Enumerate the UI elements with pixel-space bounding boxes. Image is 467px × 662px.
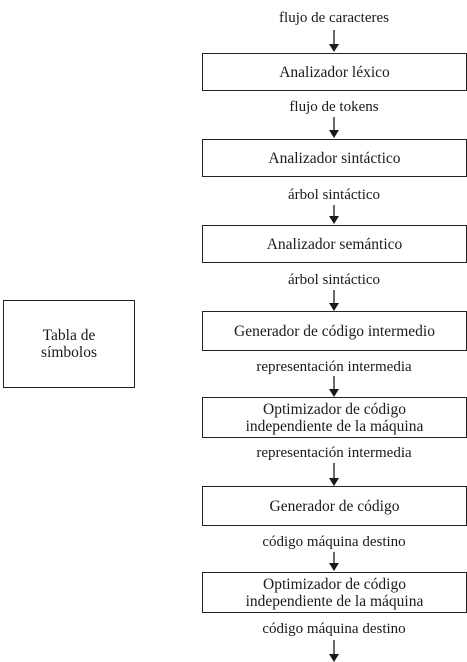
stage-label: Analizador sintáctico [268,149,401,167]
flow-label-2: árbol sintáctico [287,187,381,203]
stage-semantic-analyzer: Analizador semántico [202,225,467,263]
flow-label-0: flujo de caracteres [279,10,389,26]
stage-label-line2: independiente de la máquina [245,592,424,610]
stage-machine-independent-optimizer-1: Optimizador de código independiente de l… [202,397,467,438]
stage-label: Analizador léxico [279,63,390,81]
symbol-table-box: Tabla de símbolos [3,300,135,388]
flow-label-4: representación intermedia [256,359,412,375]
flow-label-5: representación intermedia [256,445,412,461]
stage-label: Generador de código intermedio [234,322,435,340]
stage-code-generator: Generador de código [202,486,467,526]
flow-label-7: código máquina destino [262,621,406,637]
flow-label-6: código máquina destino [262,534,406,550]
symbol-table-line2: símbolos [41,344,97,361]
flow-label-3: árbol sintáctico [287,272,381,288]
stage-machine-independent-optimizer-2: Optimizador de código independiente de l… [202,572,467,613]
stage-label-line1: Optimizador de código [263,400,406,418]
flow-label-1: flujo de tokens [289,99,379,115]
stage-label: Generador de código [269,497,400,515]
stage-lexical-analyzer: Analizador léxico [202,53,467,91]
symbol-table-line1: Tabla de [42,327,96,344]
stage-intermediate-code-generator: Generador de código intermedio [202,311,467,351]
stage-label-line1: Optimizador de código [263,575,406,593]
stage-label: Analizador semántico [266,235,403,253]
stage-syntax-analyzer: Analizador sintáctico [202,139,467,177]
stage-label-line2: independiente de la máquina [245,417,424,435]
